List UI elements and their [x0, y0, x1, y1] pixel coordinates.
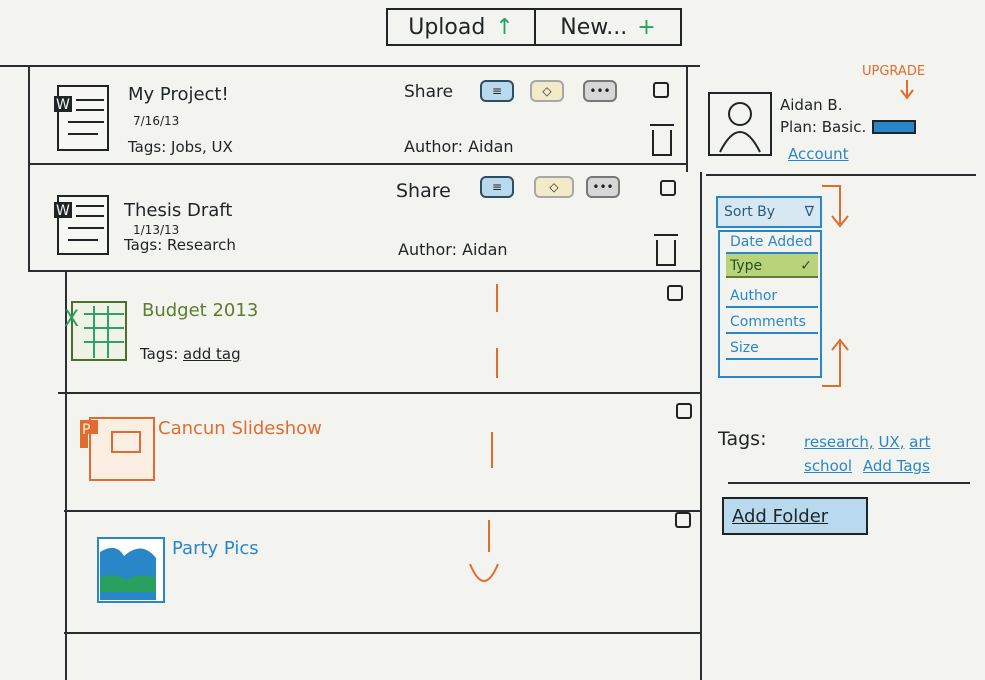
tag-link[interactable]: UX, — [878, 433, 905, 451]
upgrade-button[interactable] — [872, 120, 916, 134]
list-right-border-lower — [700, 172, 702, 680]
sort-direction-icon — [820, 334, 852, 388]
tags-label: Tags: — [140, 345, 179, 363]
trash-icon[interactable] — [654, 234, 678, 266]
scroll-down-icon — [466, 560, 502, 588]
sort-by-button[interactable]: Sort By ∇ — [716, 196, 822, 228]
new-icon: + — [637, 14, 656, 40]
file-author: Author: Aidan — [404, 137, 514, 156]
upgrade-link[interactable]: UPGRADE — [862, 64, 925, 79]
tag-link[interactable]: school — [804, 457, 853, 475]
add-folder-button[interactable]: Add Folder — [722, 497, 868, 535]
file-checkbox[interactable] — [653, 82, 669, 98]
tags-label: Tags: — [124, 236, 163, 254]
file-title[interactable]: Party Pics — [172, 538, 259, 559]
account-link[interactable]: Account — [788, 145, 849, 163]
file-title[interactable]: Thesis Draft — [124, 200, 233, 221]
list-right-border — [686, 66, 688, 172]
sort-dropdown — [718, 230, 822, 378]
file-title[interactable]: My Project! — [128, 84, 229, 105]
sort-option-type[interactable]: Type ✓ — [726, 254, 818, 278]
tag-link[interactable]: research, — [804, 433, 874, 451]
share-label: Share — [404, 82, 454, 102]
file-date: 7/16/13 — [133, 114, 180, 128]
svg-text:P: P — [82, 422, 90, 438]
upload-button[interactable]: Upload ↑ — [386, 8, 536, 46]
trash-icon[interactable] — [650, 124, 674, 156]
more-icon[interactable]: ••• — [583, 80, 617, 102]
plan-label: Plan: Basic. — [780, 118, 867, 136]
tags-heading: Tags: — [718, 428, 767, 450]
upload-button-label: Upload — [408, 14, 486, 40]
file-author: Author: Aidan — [398, 240, 508, 259]
comment-icon[interactable]: ≡ — [480, 176, 514, 198]
avatar[interactable] — [708, 92, 772, 156]
file-tags: Tags: add tag — [140, 345, 241, 363]
image-icon — [96, 536, 166, 604]
file-tags: Tags: Research — [124, 236, 236, 254]
file-row[interactable] — [66, 394, 700, 508]
tags-value: Research — [167, 236, 236, 254]
list-left-border — [28, 66, 30, 271]
tag-list: research, UX, art school Add Tags — [804, 430, 974, 478]
sidebar-divider — [728, 482, 970, 484]
file-title[interactable]: Cancun Slideshow — [158, 418, 322, 439]
sort-option-size[interactable]: Size — [726, 336, 818, 360]
new-button-label: New... — [560, 14, 628, 40]
svg-text:X: X — [64, 307, 79, 332]
row-divider — [28, 270, 702, 272]
excel-icon: X — [64, 300, 130, 362]
sort-by-label: Sort By — [724, 204, 776, 220]
row-divider — [58, 392, 702, 394]
scroll-indicator — [496, 284, 498, 312]
tag-icon[interactable]: ◇ — [534, 176, 574, 198]
upgrade-arrow-icon — [900, 80, 914, 100]
file-date: 1/13/13 — [133, 223, 180, 237]
comment-icon[interactable]: ≡ — [480, 80, 514, 102]
row-divider — [28, 163, 688, 165]
file-checkbox[interactable] — [676, 403, 692, 419]
user-name: Aidan B. — [780, 96, 843, 114]
more-icon[interactable]: ••• — [586, 176, 620, 198]
new-button[interactable]: New... + — [534, 8, 682, 46]
svg-text:W: W — [56, 97, 70, 113]
tag-icon[interactable]: ◇ — [530, 80, 564, 102]
tag-link[interactable]: art — [909, 433, 931, 451]
scroll-indicator — [488, 520, 490, 552]
sort-direction-icon — [820, 180, 852, 230]
sort-option-date-added[interactable]: Date Added — [726, 230, 818, 254]
file-checkbox[interactable] — [675, 512, 691, 528]
sort-option-label: Type — [730, 258, 763, 274]
upgrade-label: UPGRADE — [862, 64, 926, 79]
user-plan: Plan: Basic. — [780, 118, 866, 136]
file-checkbox[interactable] — [660, 180, 676, 196]
chevron-down-icon: ∇ — [804, 204, 814, 220]
word-doc-icon: W — [54, 192, 112, 258]
list-left-border-lower — [65, 271, 67, 680]
sort-option-author[interactable]: Author — [726, 284, 818, 308]
scroll-indicator — [496, 348, 498, 378]
share-label: Share — [396, 180, 451, 202]
file-row[interactable] — [66, 272, 700, 390]
main-top-rule — [0, 65, 700, 67]
sidebar-divider — [706, 174, 976, 176]
sort-option-comments[interactable]: Comments — [726, 310, 818, 334]
add-folder-label: Add Folder — [732, 505, 829, 527]
add-tag-link[interactable]: add tag — [183, 345, 241, 363]
add-tags-link[interactable]: Add Tags — [862, 457, 930, 475]
check-icon: ✓ — [800, 258, 812, 274]
svg-text:W: W — [56, 203, 70, 219]
file-title[interactable]: Budget 2013 — [142, 300, 259, 321]
file-checkbox[interactable] — [667, 285, 683, 301]
row-divider — [64, 632, 702, 634]
upload-icon: ↑ — [495, 14, 514, 40]
scroll-indicator — [491, 432, 493, 468]
file-tags: Tags: Jobs, UX — [128, 138, 233, 156]
row-divider — [64, 510, 702, 512]
tags-value: Jobs, UX — [171, 138, 233, 156]
word-doc-icon: W — [54, 82, 112, 154]
powerpoint-icon: P — [78, 412, 160, 484]
tags-label: Tags: — [128, 138, 167, 156]
